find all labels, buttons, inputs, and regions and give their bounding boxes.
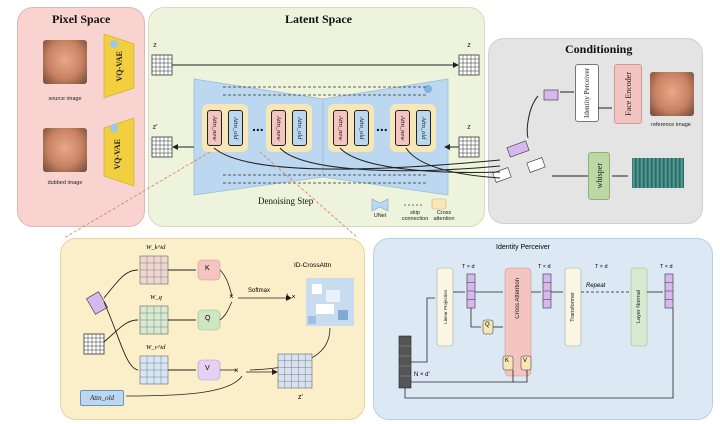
legend-skip-label: skip connection bbox=[401, 210, 429, 222]
k-box bbox=[197, 259, 221, 281]
attn-old-cell-3: Attn_old bbox=[354, 110, 369, 146]
z-label-right-bottom: z bbox=[467, 124, 471, 131]
identity-token-vector-stacked bbox=[506, 140, 530, 158]
times-symbol-2: × bbox=[234, 366, 239, 375]
times-symbol-1: × bbox=[229, 292, 234, 301]
v-label: V bbox=[205, 365, 210, 372]
id-crossattn-title: ID-CrossAttn bbox=[294, 262, 332, 269]
zoom-dashed-lines bbox=[63, 151, 359, 239]
perceiver-diagram bbox=[398, 267, 674, 399]
latent-space-title: Latent Space bbox=[285, 12, 352, 26]
ellipsis-2: ... bbox=[376, 118, 388, 134]
wv-label: W_v^id bbox=[146, 344, 166, 351]
layer-normal-box bbox=[630, 267, 648, 347]
legend-unet-icon bbox=[371, 198, 389, 212]
layer-normal-label: Layer Normal bbox=[636, 290, 642, 324]
attn-new-cell-1: Attn_new bbox=[207, 110, 222, 146]
pixel-space-title: Pixel Space bbox=[52, 12, 111, 26]
audio-token-vector bbox=[526, 157, 546, 173]
attn-new-cell-3: Attn_new bbox=[333, 110, 348, 146]
attn-old-cell-1: Attn_old bbox=[228, 110, 243, 146]
dubbed-image-caption: dubbed image bbox=[47, 180, 83, 186]
vae-trapezoids bbox=[103, 33, 135, 187]
txd-label-2: T × d bbox=[538, 264, 551, 270]
dubbed-face-image bbox=[43, 128, 87, 172]
legend-cross-icon bbox=[431, 198, 447, 210]
wk-label: W_k^id bbox=[146, 244, 166, 251]
txd-label-4: T × d bbox=[660, 264, 673, 270]
reference-image-caption: reference image bbox=[651, 122, 691, 128]
nxd-label: N × d' bbox=[414, 372, 430, 378]
identity-perceiver-title: Identity Perceiver bbox=[496, 244, 551, 251]
attn-new-cell-4: Attn_new bbox=[395, 110, 410, 146]
v-proj-label: V bbox=[523, 358, 528, 364]
face-encoder-box: Face Encoder bbox=[614, 64, 642, 124]
q-label: Q bbox=[205, 315, 211, 322]
wk-matrix bbox=[139, 255, 169, 285]
wv-matrix bbox=[139, 355, 169, 385]
q-proj-label: Q bbox=[485, 322, 490, 328]
z-label-left: z bbox=[153, 42, 157, 49]
transformer-box bbox=[564, 267, 582, 347]
legend-unet-label: UNet bbox=[373, 213, 387, 219]
snowflake-icon bbox=[110, 124, 118, 132]
legend-cross-label: Cross attention bbox=[433, 210, 455, 222]
z-prime-label: z' bbox=[152, 124, 158, 131]
id-crossattn-diagram bbox=[83, 255, 354, 397]
output-z-prime-grid bbox=[277, 353, 313, 389]
z-label-right: z bbox=[467, 42, 471, 49]
attn-old-cell-4: Attn_old bbox=[416, 110, 431, 146]
k-proj-box bbox=[502, 355, 514, 371]
attention-map bbox=[306, 278, 354, 326]
linear-projection-label: Linear Projection bbox=[442, 290, 448, 324]
latent-cube-z-left bbox=[151, 54, 173, 76]
lambda-label: λ × bbox=[286, 294, 296, 301]
vae-encoder-shape bbox=[103, 33, 135, 99]
attn-new-cell-2: Attn_new bbox=[271, 110, 286, 146]
latent-query-tokens-1 bbox=[466, 273, 476, 309]
conditioning-title: Conditioning bbox=[565, 42, 633, 56]
wq-matrix bbox=[139, 305, 169, 335]
wq-label: W_q bbox=[150, 294, 162, 301]
attn-old-box: Attn_old bbox=[80, 390, 124, 406]
identity-token-input bbox=[86, 291, 108, 315]
identity-token-vector bbox=[543, 89, 559, 101]
snowflake-icon bbox=[110, 40, 118, 48]
txd-label-1: T × d bbox=[462, 264, 475, 270]
transformer-label: Transformer bbox=[570, 292, 576, 322]
snowflake-icon bbox=[424, 85, 432, 93]
latent-query-tokens-2 bbox=[542, 273, 552, 309]
identity-perceiver-panel bbox=[373, 238, 713, 420]
cross-attention-box bbox=[504, 267, 532, 377]
source-image-caption: source image bbox=[48, 96, 82, 102]
output-tokens bbox=[664, 273, 674, 309]
output-z-prime-label: z' bbox=[298, 394, 303, 401]
vae-encoder-label: VQ-VAE bbox=[114, 50, 124, 82]
identity-perceiver-box: Identity Perceiver bbox=[575, 64, 599, 122]
denoising-step-label: Denoising Step bbox=[258, 196, 314, 206]
source-face-image bbox=[43, 40, 87, 84]
whisper-box: whisper bbox=[588, 152, 610, 200]
linear-projection-box bbox=[436, 267, 454, 347]
conditioning-feed-lines bbox=[213, 147, 501, 179]
k-proj-label: K bbox=[505, 358, 510, 364]
v-proj-box bbox=[520, 355, 532, 371]
latent-cube-input bbox=[83, 333, 105, 355]
reference-face-image bbox=[650, 72, 694, 116]
softmax-label: Softmax bbox=[248, 288, 271, 294]
attn-old-cell-2: Attn_old bbox=[292, 110, 307, 146]
latent-cube-z-right bbox=[458, 54, 480, 76]
ellipsis-1: ... bbox=[252, 118, 264, 134]
cross-attention-label: Cross Attention bbox=[515, 277, 521, 319]
txd-label-3: T × d bbox=[595, 264, 608, 270]
conditioning-arrows bbox=[492, 89, 628, 183]
repeat-label: Repeat bbox=[586, 283, 606, 289]
k-label: K bbox=[205, 265, 210, 272]
audio-spectrogram bbox=[632, 158, 684, 188]
input-token-stack bbox=[398, 335, 412, 389]
